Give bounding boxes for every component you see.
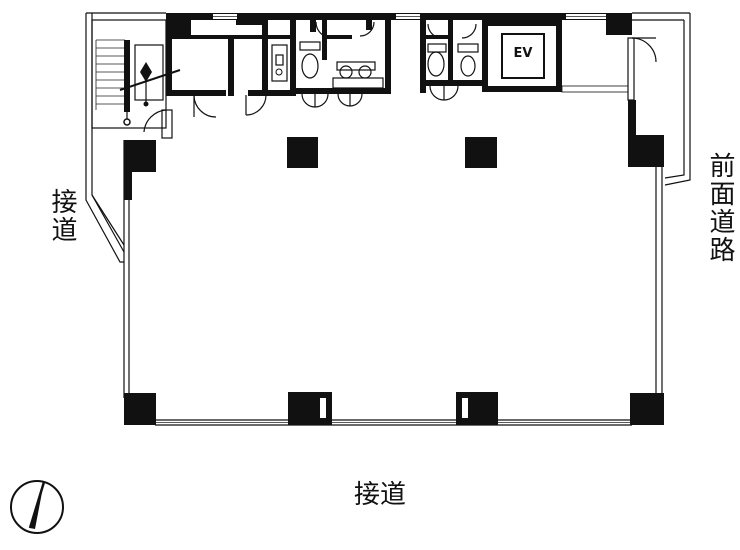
restroom-block-left [296,13,391,108]
restroom-block-right [420,13,488,101]
balcony-lines [85,13,691,263]
elevator-shaft [488,13,657,101]
north-arrow-icon [10,480,64,534]
left-road-label: 接道 [47,188,77,244]
elevator-label: EV [513,46,533,61]
structural-columns [124,100,664,425]
bottom-road-label: 接道 [354,480,407,510]
top-windows [213,14,606,19]
front-road-label: 前面道路 [705,152,735,264]
core-walls [166,13,296,118]
